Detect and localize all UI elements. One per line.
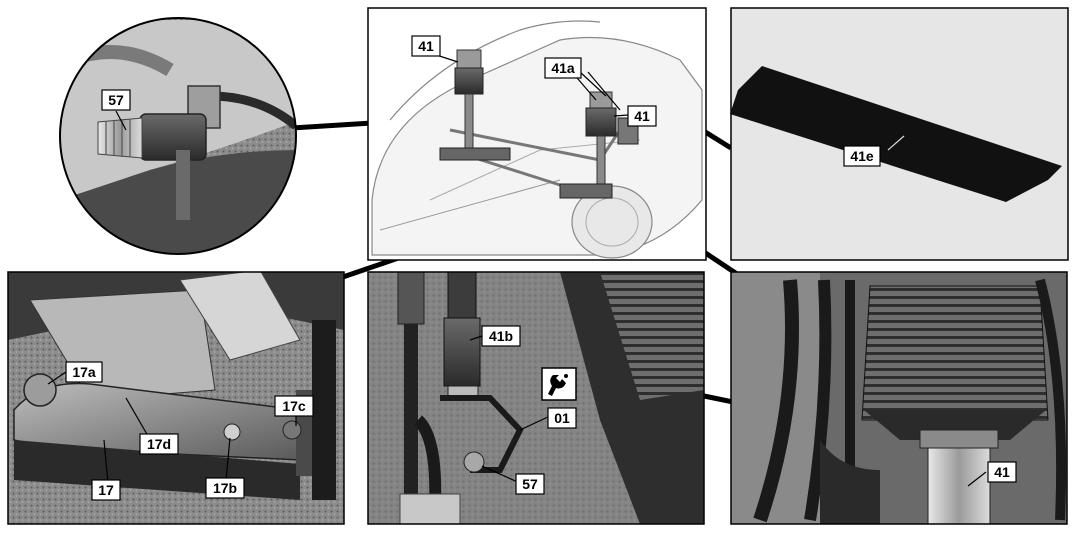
label-17a: 17a bbox=[72, 364, 96, 380]
label-41-left-strut: 41 bbox=[418, 38, 434, 54]
label-57-closeup: 57 bbox=[108, 92, 124, 108]
label-01: 01 bbox=[554, 410, 570, 426]
panel-car-overview: 41 41a 41 bbox=[367, 7, 707, 261]
label-41-air-spring: 41 bbox=[994, 464, 1010, 480]
label-17: 17 bbox=[98, 482, 114, 498]
label-17d: 17d bbox=[147, 436, 171, 452]
panel-control-arm: 17a 17c 17d 17 17b bbox=[7, 271, 345, 525]
panel-connector-closeup: 57 bbox=[59, 17, 297, 255]
panel-air-spring: 41 bbox=[730, 271, 1068, 525]
label-41e: 41e bbox=[850, 148, 874, 164]
label-17b: 17b bbox=[213, 480, 237, 496]
panel-valve-detail: 41b 01 57 bbox=[367, 271, 705, 525]
label-41b: 41b bbox=[489, 328, 513, 344]
label-57-detail: 57 bbox=[522, 476, 538, 492]
label-41-right-strut: 41 bbox=[634, 108, 650, 124]
wrench-symbol-icon bbox=[541, 367, 577, 401]
panel-cover-strip: 41e bbox=[730, 7, 1069, 261]
label-17c: 17c bbox=[282, 398, 306, 414]
label-41a: 41a bbox=[551, 60, 575, 76]
